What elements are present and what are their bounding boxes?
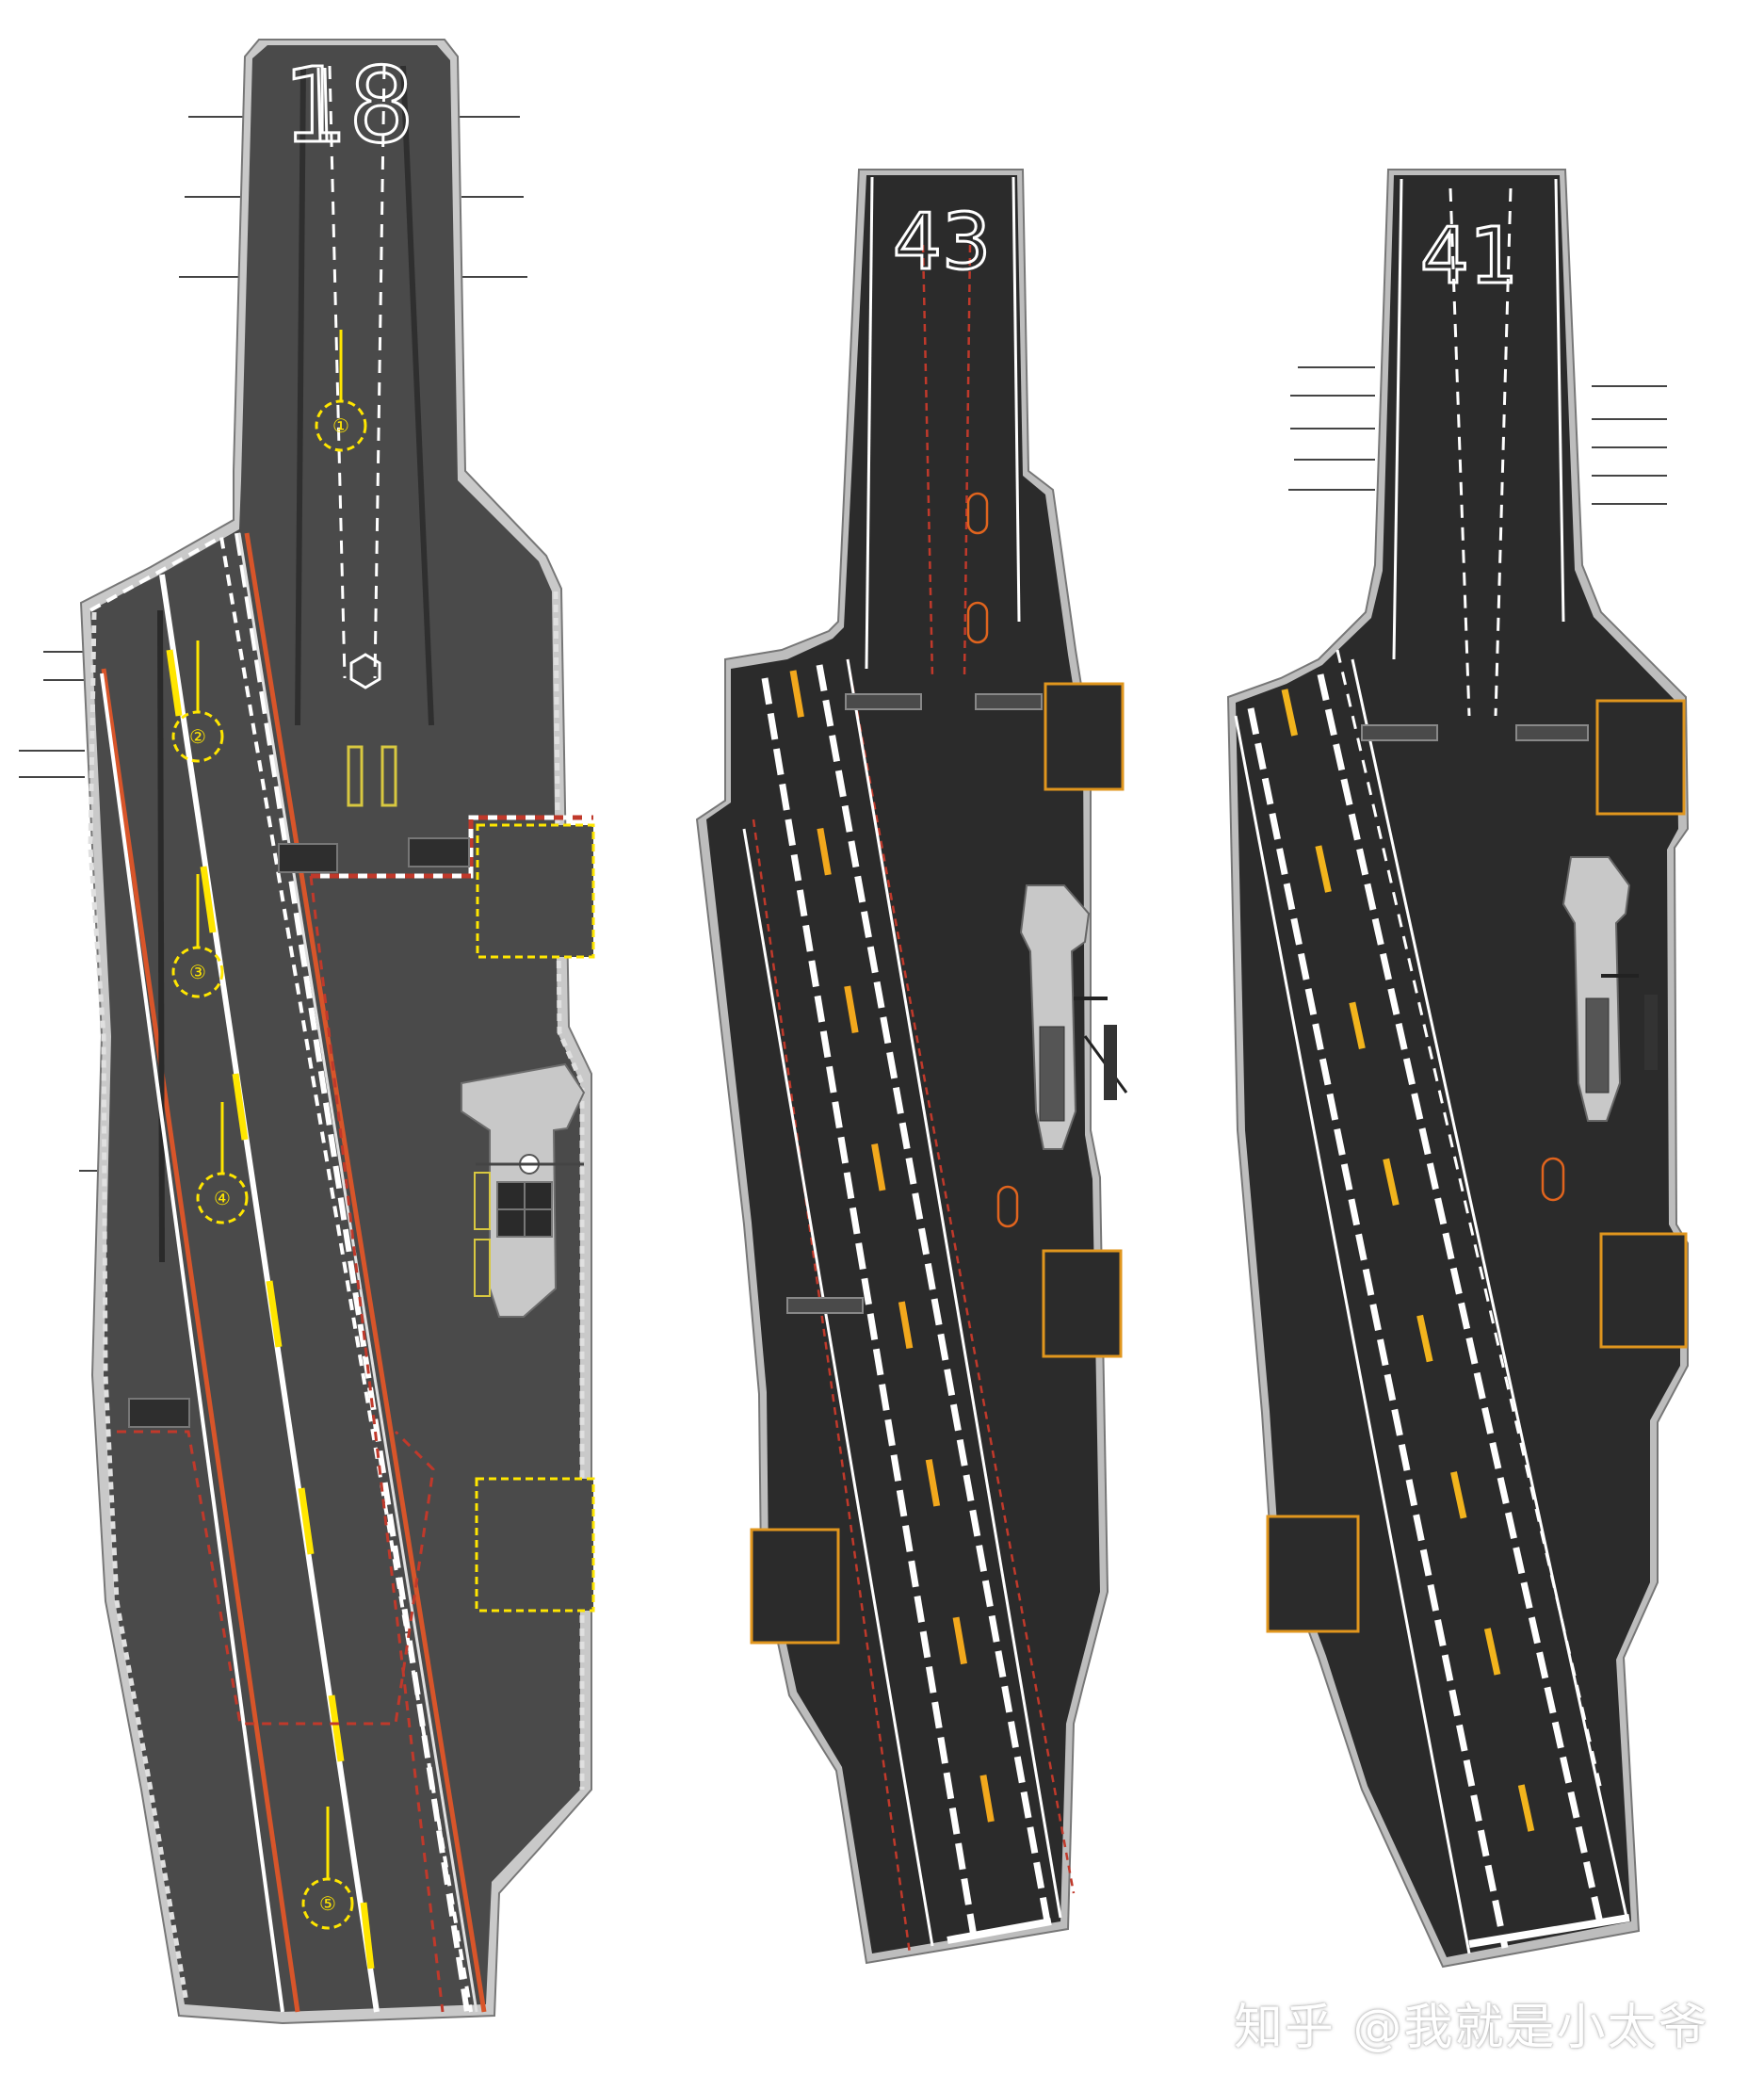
- ship-41: 41: [1226, 169, 1690, 1969]
- ship-18-elevators: [475, 823, 595, 1613]
- watermark-text: 知乎 @我就是小太爷: [1234, 2000, 1709, 2056]
- catapult-mark-5: ⑤: [319, 1892, 336, 1915]
- ship-18: ① ② ③ ④ ⑤ 18: [19, 39, 595, 2025]
- ship-43-flight-deck: [706, 175, 1100, 1953]
- catapult-mark-4: ④: [214, 1187, 231, 1209]
- ship-41-angled-deck: [1234, 658, 1630, 1954]
- ship-18-flight-deck: [90, 45, 580, 2012]
- ship-43-hull-number: 43: [893, 198, 991, 287]
- ship-43-angled-deck: [742, 658, 1062, 1947]
- ship-18-hull-number: 18: [283, 45, 414, 166]
- antenna-masts: [19, 116, 527, 1172]
- ship-41-elevators: [1266, 699, 1688, 1633]
- catapult-mark-1: ①: [332, 414, 349, 437]
- ship-41-hull-number: 41: [1420, 212, 1518, 301]
- ship-18-hexagon-marker: [349, 653, 381, 689]
- ship-41-antenna-masts: [1288, 366, 1667, 505]
- ship-43-island: [1019, 884, 1128, 1150]
- ship-43-elevators: [750, 682, 1125, 1645]
- catapult-mark-3: ③: [189, 961, 206, 983]
- ship-41-island: [1562, 856, 1658, 1122]
- ship-18-catapult-markers: [171, 330, 367, 1930]
- ship-43: 43: [695, 169, 1128, 1965]
- ship-41-flight-deck: [1236, 175, 1680, 1957]
- catapult-mark-2: ②: [189, 725, 206, 748]
- ship-18-catapult-tracks: [295, 65, 434, 726]
- ship-18-island: [461, 1062, 586, 1318]
